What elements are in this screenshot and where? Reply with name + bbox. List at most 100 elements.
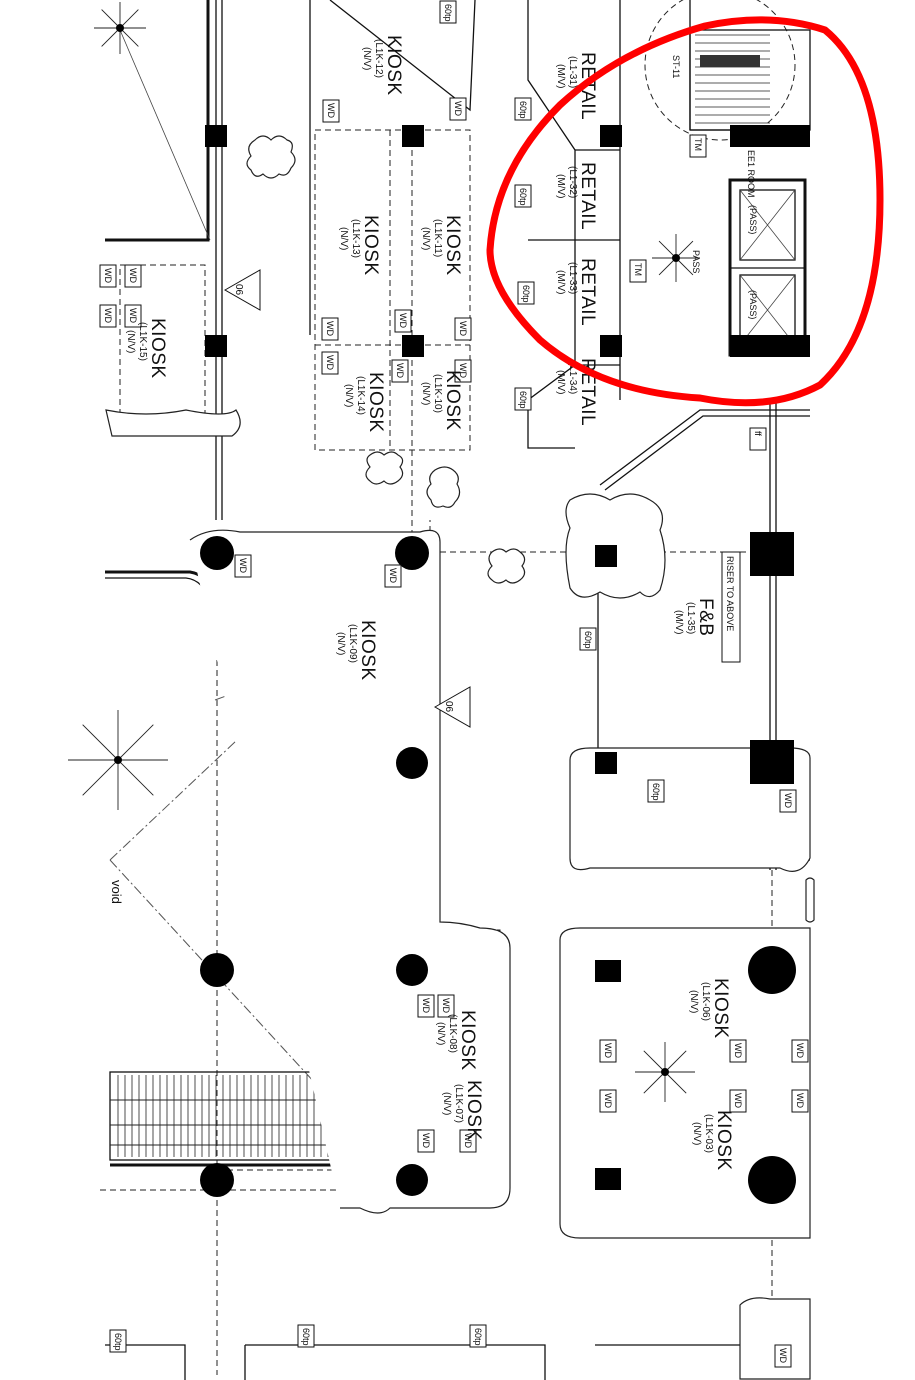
svg-text:WD: WD — [603, 1093, 613, 1108]
svg-text:60tp: 60tp — [651, 783, 661, 801]
svg-text:WD: WD — [325, 321, 335, 336]
svg-text:60tp: 60tp — [113, 1333, 123, 1351]
unit-note: (N/V) — [343, 384, 354, 407]
equipment-tag: 60tp — [439, 0, 457, 24]
unit-code: (L1-33) — [567, 262, 578, 294]
unit-labels: KIOSK(L1K-12)(N/V)KIOSK(L1K-11)(N/V)KIOS… — [125, 35, 734, 1171]
unit-note: (N/V) — [688, 990, 699, 1013]
unit-note: (N/V) — [691, 1122, 702, 1145]
unit-code: (L1K-10) — [432, 374, 443, 413]
unit-code: (L1K-11) — [432, 219, 443, 257]
equipment-tag: WD — [124, 304, 142, 328]
equipment-tag: 60tp — [469, 1324, 487, 1348]
equipment-tag: 60tp — [514, 184, 532, 208]
riser-label: RISER TO ABOVE — [725, 556, 735, 631]
unit-label-kiosk_15: KIOSK(L1K-15)(N/V) — [125, 318, 168, 379]
unit-code: (L1-35) — [685, 602, 696, 634]
svg-text:60tp: 60tp — [443, 4, 453, 22]
unit-label-fnb_35: F&B(L1-35)(M/V) — [673, 598, 716, 636]
light-fixture-icon — [652, 234, 700, 282]
equipment-tag: WD — [774, 1344, 792, 1368]
unit-note: (M/V) — [673, 610, 684, 634]
unit-code: (L1-32) — [567, 166, 578, 198]
equipment-tag: 60tp — [514, 387, 532, 411]
svg-text:60tp: 60tp — [518, 101, 528, 119]
unit-name: KIOSK — [463, 1080, 484, 1141]
equipment-tag: WD — [454, 359, 472, 383]
svg-text:WD: WD — [453, 101, 463, 116]
svg-text:60tp: 60tp — [301, 1328, 311, 1346]
svg-text:60tp: 60tp — [473, 1328, 483, 1346]
equipment-tag: 60tp — [579, 627, 597, 651]
unit-code: (L1K-13) — [350, 219, 361, 258]
svg-text:WD: WD — [795, 1093, 805, 1108]
equipment-tag: TM — [689, 134, 707, 158]
equipment-tag: WD — [729, 1039, 747, 1063]
section-marker-mid: 06 — [433, 686, 471, 728]
unit-label-kiosk_11: KIOSK(L1K-11)(N/V) — [420, 215, 463, 276]
svg-text:WD: WD — [395, 363, 405, 378]
unit-name: KIOSK — [442, 215, 463, 276]
equipment-tag: WD — [234, 554, 252, 578]
riser-box: RISER TO ABOVE — [721, 551, 741, 663]
unit-label-kiosk_13: KIOSK(L1K-13)(N/V) — [338, 215, 381, 276]
equipment-tag: WD — [791, 1089, 809, 1113]
svg-text:WD: WD — [103, 268, 113, 283]
equipment-tag: WD — [459, 1129, 477, 1153]
svg-text:WD: WD — [603, 1043, 613, 1058]
equipment-tag: WD — [322, 99, 340, 123]
equipment-tag: WD — [417, 994, 435, 1018]
svg-text:WD: WD — [733, 1093, 743, 1108]
unit-note: (N/V) — [335, 632, 346, 655]
unit-name: KIOSK — [357, 620, 378, 681]
svg-text:WD: WD — [128, 308, 138, 323]
equipment-tag: WD — [394, 309, 412, 333]
ee-room-label: EE1 ROOM — [746, 150, 756, 198]
svg-text:WD: WD — [783, 793, 793, 808]
revision-clouds — [105, 135, 815, 1380]
lift-1-label: (PASS) — [748, 205, 758, 234]
svg-text:WD: WD — [795, 1043, 805, 1058]
unit-name: KIOSK — [360, 215, 381, 276]
svg-text:ff: ff — [753, 431, 763, 436]
svg-text:WD: WD — [326, 103, 336, 118]
equipment-tag: WD — [599, 1089, 617, 1113]
light-fixture-icon — [68, 710, 168, 810]
equipment-tag: WD — [391, 359, 409, 383]
svg-text:WD: WD — [463, 1133, 473, 1148]
unit-name: KIOSK — [442, 370, 463, 431]
equipment-tag: TM — [629, 259, 647, 283]
equipment-tag: 60tp — [514, 97, 532, 121]
unit-label-kiosk_10: KIOSK(L1K-10)(N/V) — [420, 370, 463, 431]
unit-code: (L1K-03) — [703, 1114, 714, 1153]
unit-name: KIOSK — [457, 1010, 478, 1071]
equipment-tag: 60tp — [109, 1329, 127, 1353]
equipment-tag: 60tp — [297, 1324, 315, 1348]
equipment-tag: WD — [449, 97, 467, 121]
unit-note: (N/V) — [441, 1092, 452, 1115]
equipment-tag: WD — [599, 1039, 617, 1063]
svg-text:WD: WD — [325, 355, 335, 370]
svg-text:WD: WD — [388, 568, 398, 583]
unit-name: RETAIL — [577, 258, 598, 326]
svg-text:60tp: 60tp — [518, 391, 528, 409]
equipment-tag: WD — [437, 994, 455, 1018]
unit-code: (L1K-15) — [137, 322, 148, 361]
ceiling-fixtures — [68, 2, 700, 1102]
svg-text:WD: WD — [421, 1133, 431, 1148]
equipment-tag: WD — [417, 1129, 435, 1153]
unit-note: (M/V) — [555, 174, 566, 198]
red-markup-ellipse — [486, 16, 884, 407]
unit-name: F&B — [695, 598, 716, 636]
unit-code: (L1K-06) — [700, 982, 711, 1021]
void-label: void — [109, 880, 124, 904]
equipment-tag: WD — [729, 1089, 747, 1113]
unit-label-kiosk_08: KIOSK(L1K-08)(N/V) — [435, 1010, 478, 1071]
svg-text:WD: WD — [398, 313, 408, 328]
unit-name: RETAIL — [577, 162, 598, 230]
unit-label-kiosk_09: KIOSK(L1K-09)(N/V) — [335, 620, 378, 681]
unit-code: (L1K-14) — [355, 376, 366, 415]
equipment-tag: WD — [454, 317, 472, 341]
unit-name: KIOSK — [710, 978, 731, 1039]
